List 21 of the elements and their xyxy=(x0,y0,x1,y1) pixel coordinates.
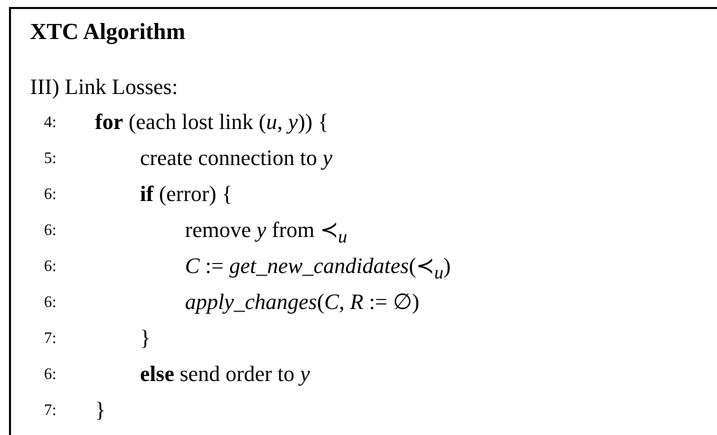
code-line: } xyxy=(140,326,151,350)
line-number: 7: xyxy=(44,330,56,348)
code-line: remove y from ≺$_{u}$ xyxy=(185,218,348,247)
line-number: 6: xyxy=(44,258,56,276)
line-number: 7: xyxy=(44,402,56,420)
algorithm-title: XTC Algorithm xyxy=(30,19,186,44)
line-number: 6: xyxy=(44,222,56,240)
section-heading: III) Link Losses: xyxy=(30,75,178,100)
line-number: 5: xyxy=(44,150,56,168)
code-line: if (error) { xyxy=(140,182,232,206)
code-line: create connection to y xyxy=(140,146,332,170)
line-number: 6: xyxy=(44,294,56,312)
code-line: for (each lost link (u, y)) { xyxy=(95,110,329,134)
code-line: } xyxy=(95,398,106,422)
line-number: 6: xyxy=(44,186,56,204)
listing-frame xyxy=(9,7,717,435)
code-line: C := get_new_candidates(≺$_{u}$) xyxy=(185,254,451,283)
code-line: apply_changes(C, R := ∅) xyxy=(185,290,420,314)
code-line: else send order to y xyxy=(140,362,310,386)
line-number: 6: xyxy=(44,366,56,384)
line-number: 4: xyxy=(44,114,56,132)
